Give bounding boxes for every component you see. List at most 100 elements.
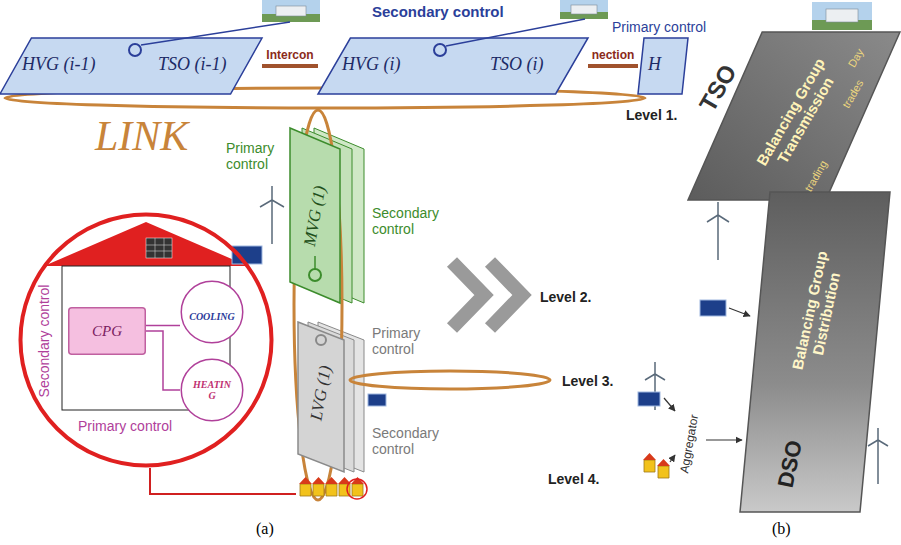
grid-plane-text: TSO (i) [490, 54, 544, 75]
control-loop-node [316, 335, 326, 345]
text-slot: MVG (1) [315, 216, 376, 236]
roof-solar-panel [146, 238, 172, 258]
text-slot: HVG (i-1) [22, 54, 95, 75]
grid-plane-shape [638, 38, 688, 94]
house-icons [300, 484, 363, 496]
connector-line [146, 325, 180, 327]
feed-arrow [706, 439, 742, 440]
text-slot: TSO (i) [490, 54, 544, 75]
control-loop-node [309, 269, 321, 281]
load-circle-shape [181, 359, 243, 421]
annotation-label: (a) [256, 520, 274, 538]
control-loop-node [129, 44, 141, 56]
house-roofs [299, 477, 364, 484]
connector-line [146, 331, 180, 390]
text-slot: Secondary control [372, 425, 456, 458]
annotation-label: Primary control [372, 325, 436, 357]
control-loop-node [434, 44, 446, 56]
load-circle-text: HEATIN G [189, 380, 235, 401]
feed-arrow [664, 398, 675, 411]
text-slot: Balancing Group Transmission [798, 116, 901, 151]
annotation-label: Level 3. [562, 373, 613, 389]
text-slot: (a) [256, 520, 274, 538]
grid-plane: H [638, 38, 688, 94]
annotation-label: (b) [772, 520, 791, 538]
plant-photo-sky [560, 0, 608, 19]
plant-photo-sky [812, 2, 872, 30]
text-slot: Day [856, 54, 876, 72]
wind-turbine [707, 202, 729, 260]
text-slot: LINK [95, 112, 188, 160]
house-roofs [643, 453, 670, 466]
grid-plane-text: H [648, 54, 661, 75]
house-inset-text: Secondary control [36, 285, 52, 398]
edge-label: nection [590, 49, 637, 63]
annotation-label: Level 4. [548, 471, 599, 487]
annotation-label: Secondary control [372, 425, 456, 457]
house-highlight [347, 479, 367, 499]
balancing-plane-shape [740, 192, 890, 512]
control-loop-line [141, 22, 290, 45]
text-slot: Secondary control [372, 205, 456, 238]
plant-photo-building [826, 9, 858, 22]
text-slot: TSO [718, 88, 767, 116]
text-slot: LVG (1) [321, 393, 377, 413]
load-circle-text: COOLING [189, 311, 235, 323]
load-circle: HEATIN G [180, 358, 244, 422]
connector-line [262, 64, 318, 68]
solar-panel [368, 394, 386, 406]
control-loop-line [314, 256, 316, 269]
text-slot: H [648, 54, 661, 75]
grid-plane-shape [0, 38, 262, 94]
text-slot: Level 1. [626, 106, 677, 124]
text-slot: COOLING [212, 312, 258, 330]
text-slot: Primary control [226, 140, 290, 173]
wind-turbine [868, 428, 888, 484]
wind-turbine [260, 186, 284, 244]
process-box-text: CPG [92, 323, 122, 340]
text-slot: Level 2. [540, 288, 591, 306]
house-inset: Secondary controlPrimary control CPG COOLI… [18, 212, 274, 468]
grid-plane-shape [298, 322, 344, 472]
text-slot: Intercon [290, 52, 341, 70]
annotation-label: Primary control [226, 140, 290, 172]
balancing-plane-text: TSO [694, 60, 743, 117]
text-slot: (b) [772, 520, 791, 538]
grid-plane-shape [318, 38, 588, 94]
text-slot: Secondary control [372, 3, 504, 21]
load-circle: COOLING [180, 280, 244, 344]
grid-plane-text: HVG (i) [342, 54, 400, 75]
text-slot: Primary control [78, 417, 172, 435]
grid-plane: MVG (1) [290, 128, 340, 303]
text-slot: Aggregator [690, 440, 749, 458]
balancing-plane: Balancing Group DistributionDSO [740, 192, 890, 512]
plant-photo-building [276, 6, 306, 16]
text-slot: Level 3. [562, 372, 613, 390]
grid-plane-shape [290, 128, 340, 303]
text-slot: DSO [790, 464, 838, 489]
text-slot: Primary control [372, 325, 436, 358]
text-slot: TSO (i-1) [158, 54, 227, 75]
edge-label: Intercon [264, 49, 315, 63]
text-slot: Primary control [612, 18, 706, 36]
grid-plane-text: TSO (i-1) [158, 54, 227, 75]
process-box-shape [69, 308, 146, 355]
control-loop-line [446, 19, 585, 46]
feed-arrow [729, 308, 750, 316]
plant-photo-building [571, 5, 597, 14]
house-inset-text: Primary control [78, 418, 172, 434]
text-slot: trading [816, 172, 850, 190]
grid-plane: HVG (i) TSO (i) [318, 38, 588, 94]
link-oval [350, 371, 550, 389]
solar-panel [700, 300, 726, 316]
process-box: CPG [68, 307, 146, 355]
house-roof [44, 222, 248, 266]
grid-plane-outline [638, 38, 688, 94]
balancing-plane: TSOBalancing Group TransmissionDaytrades… [688, 32, 900, 200]
annotation-label: Level 2. [540, 289, 591, 305]
text-slot: Balancing Group Distribution [818, 312, 901, 347]
solar-panel [638, 392, 660, 406]
text-slot: Level 4. [548, 470, 599, 488]
annotation-label: Aggregator [678, 414, 702, 475]
